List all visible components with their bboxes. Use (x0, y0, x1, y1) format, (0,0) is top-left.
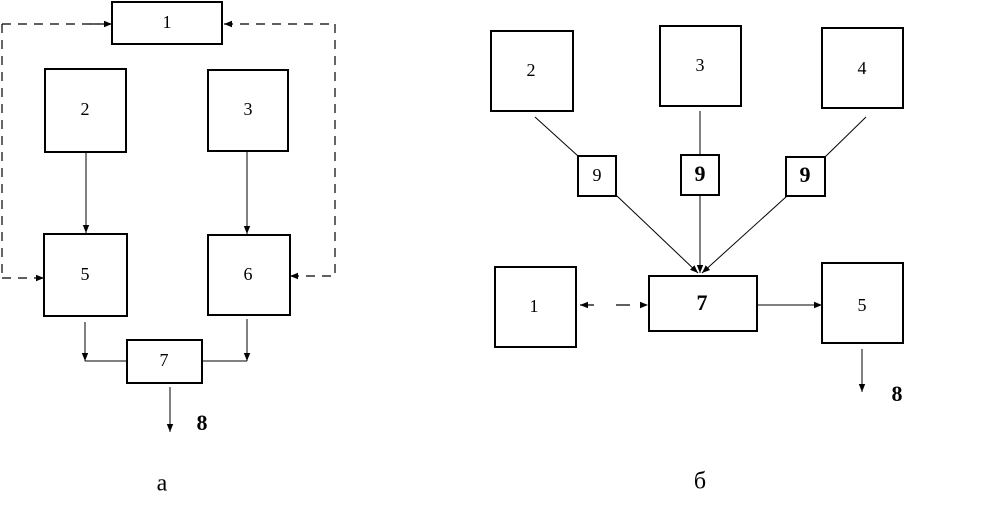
block-b-4-label: 4 (858, 58, 867, 78)
block-b-1-label: 1 (530, 296, 539, 316)
block-b-3 (659, 25, 742, 107)
block-a-1 (111, 1, 223, 45)
block-b-4 (821, 27, 904, 109)
block-b-2-label: 2 (527, 60, 536, 80)
output-b-label: 8 (892, 381, 903, 406)
block-a-7-label: 7 (160, 350, 169, 370)
block-b-5-label: 5 (858, 295, 867, 315)
block-a-6-label: 6 (244, 264, 253, 284)
block-b-3-label: 3 (696, 55, 705, 75)
arrow-b-9-left-to-7 (616, 195, 699, 274)
output-a-label: 8 (197, 410, 208, 435)
line-b-2-to-9 (534, 116, 579, 157)
block-a-3-label: 3 (244, 99, 253, 119)
caption-a: а (157, 471, 168, 497)
block-b-9-right-label: 9 (800, 162, 811, 187)
block-b-9-mid-label: 9 (695, 161, 706, 186)
block-b-9-left (577, 155, 617, 197)
block-a-5 (43, 233, 128, 317)
caption-b: б (694, 469, 706, 495)
block-b-1 (494, 266, 577, 348)
diagram-b: 2 3 4 9 9 9 1 7 5 (490, 25, 904, 495)
block-a-2-label: 2 (81, 99, 90, 119)
diagram-a: 1 2 3 5 6 7 8 а (1, 1, 336, 497)
block-b-5 (821, 262, 904, 344)
block-a-6 (207, 234, 291, 316)
block-a-7 (126, 339, 203, 384)
block-b-2 (490, 30, 574, 112)
block-a-5-label: 5 (81, 264, 90, 284)
block-b-9-left-label: 9 (593, 165, 602, 185)
block-a-2 (44, 68, 127, 153)
arrow-b-9-right-to-7 (701, 195, 788, 274)
block-b-7 (648, 275, 758, 332)
block-a-3 (207, 69, 289, 152)
block-a-1-label: 1 (163, 12, 172, 32)
line-b-4-to-9 (824, 116, 867, 158)
block-b-9-right (785, 156, 826, 197)
block-b-7-label: 7 (697, 290, 708, 315)
